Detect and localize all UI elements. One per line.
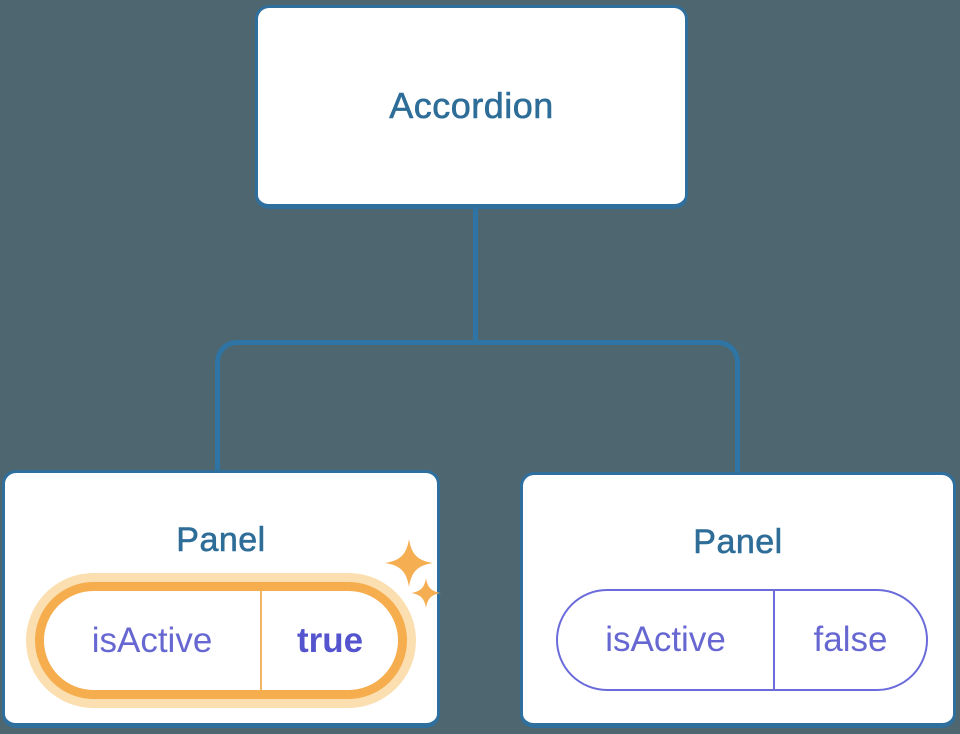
pill-divider [260,591,262,690]
sparkle-icon-small [411,578,441,608]
panel-node-active: Panel isActive true [2,470,441,728]
pill-divider [773,591,775,689]
accordion-node: Accordion [255,5,688,209]
sparkle-icon-large [385,539,433,587]
state-prop-name: isActive [91,620,213,660]
state-prop-value: true [296,620,364,660]
panel-title: Panel [693,523,783,562]
panel-title: Panel [176,521,266,560]
connector-branches [215,340,740,472]
panel-node-inactive: Panel isActive false [520,472,956,728]
state-prop-name: isActive [605,620,726,659]
connector-stem [473,205,478,343]
state-prop-value: false [813,620,888,659]
accordion-node-label: Accordion [389,85,554,127]
state-pill-inactive: isActive false [556,589,928,691]
state-pill-active: isActive true [35,582,407,699]
